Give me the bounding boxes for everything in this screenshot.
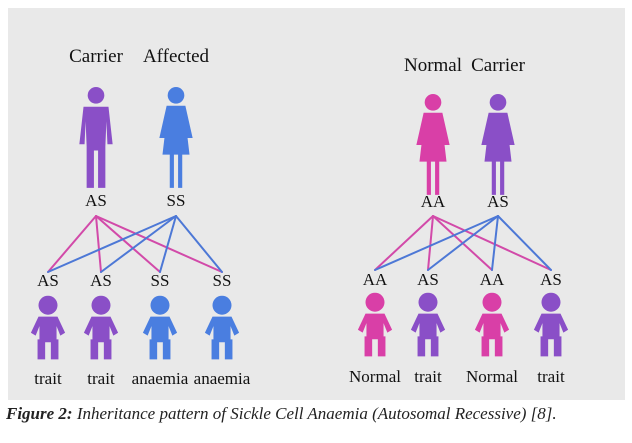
left-child-genotype-label: AS xyxy=(37,271,59,290)
left-parent-genotype-label: AS xyxy=(85,191,107,210)
left-child-figure-icon xyxy=(142,295,178,360)
left-parent-role-label: Affected xyxy=(143,46,210,67)
left-inheritance-line xyxy=(100,215,177,273)
right-parent-female-figure-icon xyxy=(416,94,450,195)
left-inheritance-line xyxy=(159,215,177,273)
left-parent-male-figure-icon xyxy=(79,87,113,188)
right-inheritance-line xyxy=(427,215,434,271)
right-child-figure-icon xyxy=(357,292,393,357)
caption-text: Inheritance pattern of Sickle Cell Anaem… xyxy=(76,404,557,423)
left-child-genotype-label: SS xyxy=(151,271,170,290)
right-child-figure-icon xyxy=(410,292,446,357)
left-child-outcome-label: trait xyxy=(87,369,115,388)
right-parent-genotype-label: AS xyxy=(487,192,509,211)
right-child-outcome-label: trait xyxy=(414,367,442,386)
left-parent-role-label: Carrier xyxy=(69,46,123,67)
left-child-genotype-label: SS xyxy=(213,271,232,290)
right-child-genotype-label: AA xyxy=(480,270,505,289)
right-child-figure-icon xyxy=(533,292,569,357)
left-child-outcome-label: anaemia xyxy=(194,369,251,388)
right-parent-role-label: Normal xyxy=(404,55,462,76)
right-inheritance-line xyxy=(432,215,552,271)
right-parent-genotype-label: AA xyxy=(421,192,446,211)
right-child-genotype-label: AA xyxy=(363,270,388,289)
left-child-outcome-label: anaemia xyxy=(132,369,189,388)
left-child-genotype-label: AS xyxy=(90,271,112,290)
right-child-figure-icon xyxy=(474,292,510,357)
left-inheritance-line xyxy=(47,215,97,273)
left-inheritance-line xyxy=(175,215,223,273)
inheritance-lines xyxy=(47,215,552,273)
left-inheritance-line xyxy=(47,215,177,273)
right-inheritance-line xyxy=(427,215,499,271)
left-child-figure-icon xyxy=(83,295,119,360)
figure-caption: Figure 2: Inheritance pattern of Sickle … xyxy=(6,404,632,424)
right-child-outcome-label: Normal xyxy=(466,367,518,386)
right-parent-role-label: Carrier xyxy=(471,55,525,76)
right-parent-female-figure-icon xyxy=(481,94,515,195)
left-child-outcome-label: trait xyxy=(34,369,62,388)
left-parent-genotype-label: SS xyxy=(167,191,186,210)
left-inheritance-line xyxy=(95,215,223,273)
right-child-genotype-label: AS xyxy=(417,270,439,289)
left-child-figure-icon xyxy=(204,295,240,360)
right-child-outcome-label: Normal xyxy=(349,367,401,386)
left-parent-female-figure-icon xyxy=(159,87,193,188)
left-child-figure-icon xyxy=(30,295,66,360)
right-inheritance-line xyxy=(374,215,434,271)
right-inheritance-line xyxy=(497,215,552,271)
right-child-outcome-label: trait xyxy=(537,367,565,386)
right-inheritance-line xyxy=(374,215,499,271)
right-child-genotype-label: AS xyxy=(540,270,562,289)
left-inheritance-line xyxy=(95,215,161,273)
left-inheritance-line xyxy=(95,215,102,273)
right-inheritance-line xyxy=(491,215,499,271)
caption-label: Figure 2: xyxy=(6,404,73,423)
